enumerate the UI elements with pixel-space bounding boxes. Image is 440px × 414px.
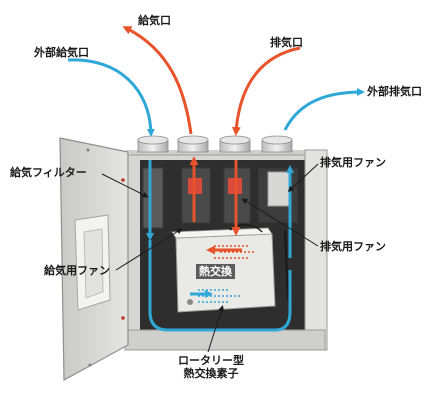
door-inner-panel xyxy=(83,228,104,299)
supply-arrow-outdoor-intake xyxy=(67,58,155,137)
door-hinge-bottom xyxy=(121,316,125,320)
supply-airflow xyxy=(67,58,365,332)
duct-collars xyxy=(137,135,293,153)
box-fastener xyxy=(187,299,193,305)
leader-supply-fan xyxy=(115,228,183,271)
label-supply-outlet: 給気口 xyxy=(138,14,171,27)
label-exhaust-fan-lower: 排気用ファン xyxy=(320,240,386,253)
duct-supply-outlet xyxy=(177,135,209,153)
supply-fan-housing xyxy=(181,167,211,224)
duct-exhaust-inlet xyxy=(219,135,251,153)
leader-rotary-element xyxy=(207,305,224,353)
leader-exhaust-fan-lower xyxy=(241,198,319,247)
label-supply-filter: 給気フィルター xyxy=(10,166,87,179)
cabinet-door xyxy=(59,137,129,382)
duct-outdoor-intake xyxy=(137,135,169,153)
exhaust-arrow-exhaust-inlet xyxy=(231,46,301,136)
door-screw-bottom xyxy=(88,363,92,367)
leader-exhaust-fan-upper xyxy=(287,163,319,193)
exhaust-airflow xyxy=(122,26,301,259)
label-exhaust-fan-upper: 排気用ファン xyxy=(320,156,386,169)
supply-arrow-outdoor-exhaust xyxy=(283,88,365,131)
label-heat-exchange: 熱交換 xyxy=(196,264,235,279)
cabinet-bottom xyxy=(124,329,326,351)
exhaust-arrow-supply-outlet xyxy=(122,26,193,135)
label-outdoor-intake: 外部給気口 xyxy=(34,46,89,59)
door-screw-top xyxy=(86,148,90,152)
supply-filter xyxy=(142,167,164,229)
duct-outdoor-exhaust xyxy=(261,135,293,153)
leader-supply-filter xyxy=(101,173,149,198)
supply-path-right xyxy=(228,270,292,332)
supply-heat-stripes xyxy=(198,289,240,303)
door-hinge-top xyxy=(121,178,125,182)
wiring-right xyxy=(284,229,289,301)
label-outdoor-exhaust: 外部排気口 xyxy=(367,85,422,98)
supply-path-bottom xyxy=(148,240,228,332)
exhaust-heat-stripes xyxy=(214,245,256,259)
leader-lines xyxy=(101,163,319,353)
label-supply-fan: 給気用ファン xyxy=(44,264,110,277)
exhaust-fan-motor xyxy=(267,171,291,207)
label-rotary-element: ロータリー型 熱交換素子 xyxy=(166,354,256,380)
label-rotary-element-line2: 熱交換素子 xyxy=(183,367,239,380)
label-exhaust-inlet: 排気口 xyxy=(270,36,303,49)
label-rotary-element-line1: ロータリー型 xyxy=(178,354,244,367)
